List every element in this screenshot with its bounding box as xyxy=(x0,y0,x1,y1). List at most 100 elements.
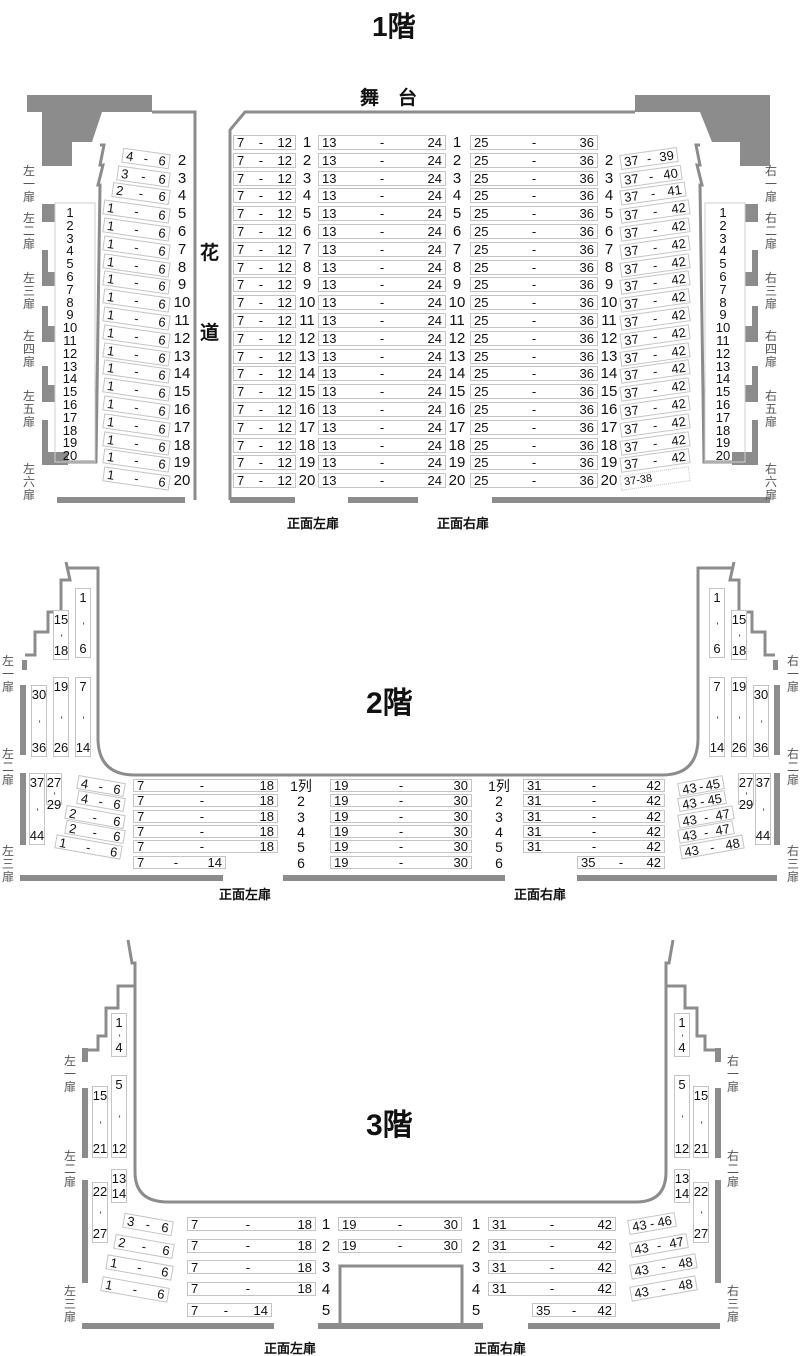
seat-block-center[interactable]: 19-30 xyxy=(330,824,472,838)
seat-block-center[interactable]: 19-30 xyxy=(330,779,472,792)
seat-block-c[interactable]: 25-36 xyxy=(470,419,598,435)
seat-column[interactable]: 15-21 xyxy=(92,1086,108,1158)
seat-block-c[interactable]: 25-36 xyxy=(470,348,598,364)
seat-column[interactable]: 15-18 xyxy=(53,610,69,660)
seat-block-b[interactable]: 13-24 xyxy=(318,259,446,275)
seat-block-b[interactable]: 13-24 xyxy=(318,224,446,239)
seat-block-right[interactable]: 31-42 xyxy=(488,1238,616,1253)
seat-block-c[interactable]: 25-36 xyxy=(470,473,598,489)
seat-block-a[interactable]: 7-12 xyxy=(233,295,296,311)
seat-block-c[interactable]: 25-36 xyxy=(470,437,598,453)
seat-column[interactable]: 1-6 xyxy=(709,588,725,658)
seat-block-right[interactable]: 31-42 xyxy=(488,1217,616,1231)
seat-block-left[interactable]: 7-18 xyxy=(133,809,278,823)
seat-block-c[interactable]: 25-36 xyxy=(470,152,598,168)
seat-column[interactable]: 5-12 xyxy=(674,1075,690,1158)
seat-block-b[interactable]: 13-24 xyxy=(318,170,446,186)
seat-block-a[interactable]: 7-12 xyxy=(233,152,296,168)
seat-block-a[interactable]: 7-12 xyxy=(233,259,296,275)
seat-block-center[interactable]: 19-30 xyxy=(338,1238,462,1253)
seat-block-b[interactable]: 13-24 xyxy=(318,330,446,346)
seat-block-a[interactable]: 7-12 xyxy=(233,473,296,489)
seat-block-b[interactable]: 13-24 xyxy=(318,188,446,204)
seat-block-c[interactable]: 25-36 xyxy=(470,330,598,346)
seat-column[interactable]: 30-36 xyxy=(753,685,769,757)
seat-block-b[interactable]: 13-24 xyxy=(318,455,446,471)
seat-block-b[interactable]: 13-24 xyxy=(318,437,446,453)
seat-block-center[interactable]: 19-30 xyxy=(338,1217,462,1231)
seat-block-c[interactable]: 25-36 xyxy=(470,135,598,150)
seat-column[interactable]: 5-12 xyxy=(111,1075,127,1158)
seat-block-a[interactable]: 7-12 xyxy=(233,455,296,471)
seat-block-c[interactable]: 25-36 xyxy=(470,366,598,382)
seat-block-left[interactable]: 7-18 xyxy=(187,1238,316,1253)
seat-block-center[interactable]: 19-30 xyxy=(330,794,472,808)
seat-column[interactable]: 22-27 xyxy=(92,1182,108,1243)
seat-block-left[interactable]: 7-18 xyxy=(133,824,278,838)
seat-block-b[interactable]: 13-24 xyxy=(318,152,446,168)
seat-block-right[interactable]: 31-42 xyxy=(523,779,665,792)
seat-block-c[interactable]: 25-36 xyxy=(470,206,598,222)
seat-block-left[interactable]: 7-14 xyxy=(133,855,226,869)
seat-block-right[interactable]: 31-42 xyxy=(488,1281,616,1296)
seat-block-center[interactable]: 19-30 xyxy=(330,855,472,869)
seat-block-b[interactable]: 13-24 xyxy=(318,384,446,400)
seat-block-a[interactable]: 7-12 xyxy=(233,419,296,435)
seat-block-a[interactable]: 7-12 xyxy=(233,313,296,328)
seat-block-right[interactable]: 31-42 xyxy=(523,794,665,808)
seat-block-a[interactable]: 7-12 xyxy=(233,188,296,204)
seat-column[interactable]: 15-18 xyxy=(731,610,747,660)
seat-block-b[interactable]: 13-24 xyxy=(318,419,446,435)
seat-block-b[interactable]: 13-24 xyxy=(318,135,446,150)
seat-block-right[interactable]: 31-42 xyxy=(523,809,665,823)
seat-block-b[interactable]: 13-24 xyxy=(318,366,446,382)
seat-block-center[interactable]: 19-30 xyxy=(330,840,472,854)
seat-column[interactable]: 19-26 xyxy=(53,677,69,757)
seat-column[interactable]: 1-4 xyxy=(111,1013,127,1057)
seat-block-left[interactable]: 7-18 xyxy=(187,1217,316,1231)
seat-block-a[interactable]: 7-12 xyxy=(233,330,296,346)
seat-block-b[interactable]: 13-24 xyxy=(318,206,446,222)
seat-block-left[interactable]: 7-18 xyxy=(133,779,278,792)
seat-block-left[interactable]: 7-18 xyxy=(187,1260,316,1274)
seat-block-c[interactable]: 25-36 xyxy=(470,224,598,239)
seat-block-a[interactable]: 7-12 xyxy=(233,241,296,257)
seat-block-c[interactable]: 25-36 xyxy=(470,188,598,204)
seat-column[interactable]: 30-36 xyxy=(31,685,47,757)
seat-column[interactable]: 22-27 xyxy=(693,1182,709,1243)
seat-block-a[interactable]: 7-12 xyxy=(233,170,296,186)
seat-block-c[interactable]: 25-36 xyxy=(470,170,598,186)
seat-column[interactable]: 15-21 xyxy=(693,1086,709,1158)
seat-block-center[interactable]: 19-30 xyxy=(330,809,472,823)
seat-block-a[interactable]: 7-12 xyxy=(233,135,296,150)
seat-block-left[interactable]: 7-18 xyxy=(187,1281,316,1296)
seat-column[interactable]: 37-44 xyxy=(755,773,771,845)
seat-block-c[interactable]: 25-36 xyxy=(470,313,598,328)
seat-block-b[interactable]: 13-24 xyxy=(318,241,446,257)
seat-block-c[interactable]: 25-36 xyxy=(470,277,598,293)
seat-block-a[interactable]: 7-12 xyxy=(233,437,296,453)
seat-block-left[interactable]: 7-18 xyxy=(133,840,278,854)
seat-block-c[interactable]: 25-36 xyxy=(470,295,598,311)
seat-column[interactable]: 1-6 xyxy=(75,588,91,658)
seat-block-b[interactable]: 13-24 xyxy=(318,295,446,311)
seat-block-b[interactable]: 13-24 xyxy=(318,277,446,293)
seat-block-c[interactable]: 25-36 xyxy=(470,259,598,275)
seat-block-c[interactable]: 25-36 xyxy=(470,241,598,257)
seat-block-a[interactable]: 7-12 xyxy=(233,348,296,364)
seat-block-a[interactable]: 7-12 xyxy=(233,402,296,417)
seat-column[interactable]: 19-26 xyxy=(731,677,747,757)
seat-column[interactable]: 27-29 xyxy=(738,773,754,811)
seat-block-a[interactable]: 7-12 xyxy=(233,384,296,400)
seat-block-left[interactable]: 7-14 xyxy=(187,1303,272,1317)
seat-column[interactable]: 27-29 xyxy=(46,773,62,811)
seat-block-c[interactable]: 25-36 xyxy=(470,402,598,417)
seat-block-a[interactable]: 7-12 xyxy=(233,224,296,239)
seat-column[interactable]: 7-14 xyxy=(75,677,91,757)
seat-block-b[interactable]: 13-24 xyxy=(318,348,446,364)
seat-block-c[interactable]: 25-36 xyxy=(470,455,598,471)
seat-column[interactable]: 7-14 xyxy=(709,677,725,757)
seat-block-a[interactable]: 7-12 xyxy=(233,206,296,222)
